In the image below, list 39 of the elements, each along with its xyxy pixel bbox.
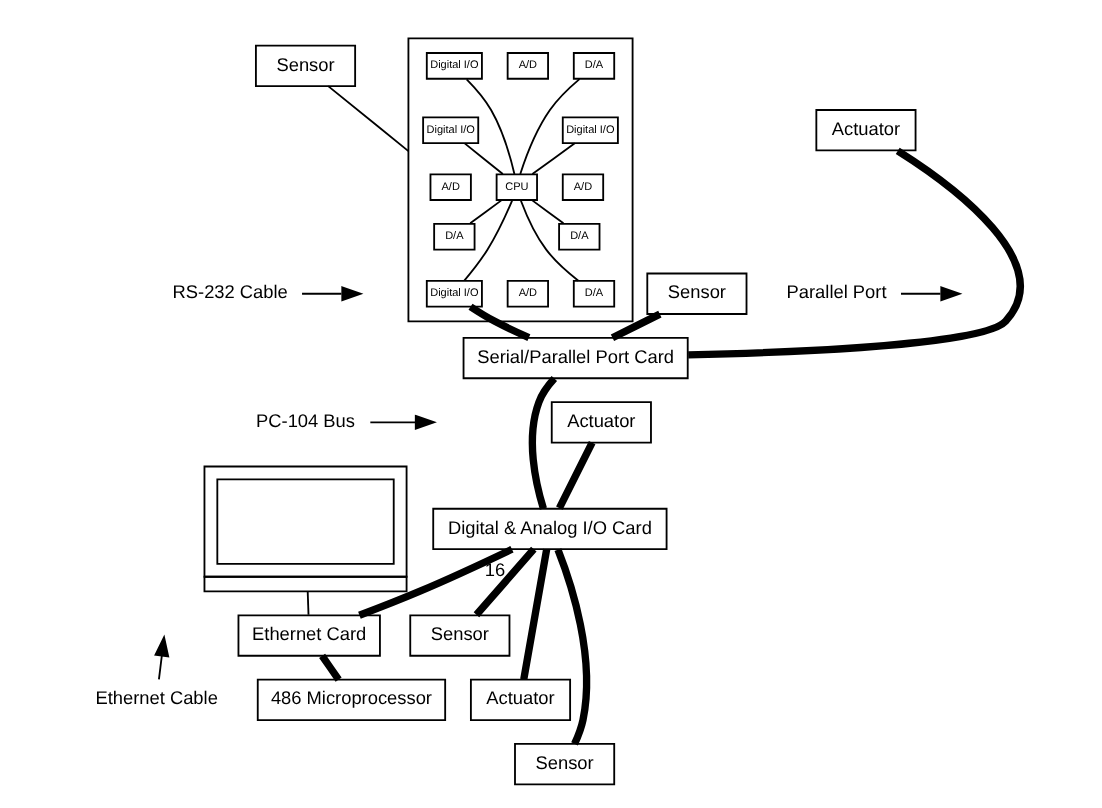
edge-label: 16	[484, 560, 506, 581]
connector	[473, 546, 537, 618]
node-box: Actuator	[469, 678, 572, 721]
arrow	[900, 286, 963, 302]
node-box: Sensor	[409, 614, 511, 657]
node-box: Digital & Analog I/O Card	[432, 507, 668, 551]
node-box: 486 Microprocessor	[256, 678, 447, 721]
connector	[531, 142, 576, 175]
connector	[519, 78, 581, 175]
node-text: Parallel Port	[786, 282, 887, 303]
connector	[319, 653, 342, 682]
node-box: Actuator	[550, 401, 652, 444]
connector	[358, 545, 514, 619]
node-box: Actuator	[815, 109, 917, 152]
node-text: Ethernet Cable	[95, 688, 218, 709]
connector	[520, 548, 551, 680]
connector	[531, 199, 565, 225]
cluster	[407, 37, 634, 323]
connector	[463, 142, 504, 175]
node-box: Sensor	[646, 272, 748, 315]
arrow	[154, 634, 170, 681]
node-box: Sensor	[255, 44, 357, 88]
connector	[465, 78, 516, 175]
connector	[688, 147, 1024, 359]
node-box: Serial/Parallel Port Card	[462, 336, 689, 380]
connector	[519, 199, 580, 282]
connector	[463, 199, 514, 282]
connector	[306, 590, 310, 616]
node-box: Sensor	[514, 743, 616, 786]
node-box: Ethernet Card	[237, 614, 381, 657]
arrow	[301, 286, 364, 302]
connector	[327, 85, 410, 153]
connector	[469, 199, 503, 225]
connector	[528, 376, 558, 510]
connector	[554, 548, 591, 746]
node-text: RS-232 Cable	[172, 282, 288, 303]
arrow	[369, 414, 437, 431]
node-text: PC-104 Bus	[256, 410, 355, 431]
connector	[556, 440, 596, 510]
